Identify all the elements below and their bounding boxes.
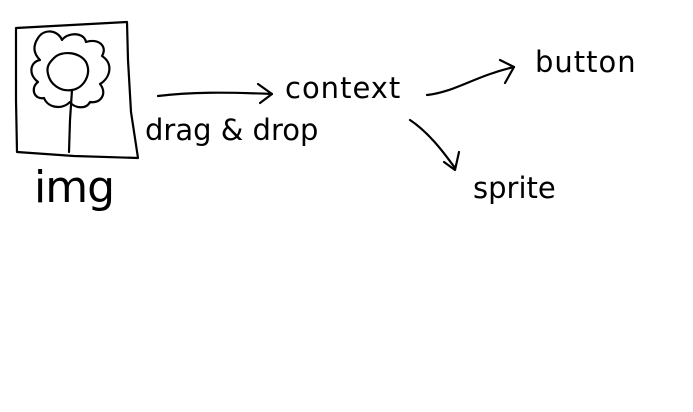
edge-label-drag-drop: drag & drop: [145, 113, 319, 147]
node-button-label: button: [535, 45, 637, 79]
picture-frame: [14, 20, 140, 160]
arrowhead: [256, 82, 274, 105]
flower-petals: [30, 30, 111, 109]
node-img-label: img: [34, 162, 115, 213]
edge-img-to-context: [156, 82, 274, 105]
edge-context-to-button: [425, 58, 516, 97]
flower-stem: [67, 88, 74, 154]
edge-context-to-sprite: [408, 118, 461, 172]
arrowhead: [442, 150, 461, 172]
node-context-label: context: [285, 71, 402, 105]
arrowhead: [498, 58, 516, 85]
flower-picture-icon: [14, 20, 140, 160]
flower-center: [46, 52, 90, 92]
node-sprite-label: sprite: [473, 171, 556, 205]
